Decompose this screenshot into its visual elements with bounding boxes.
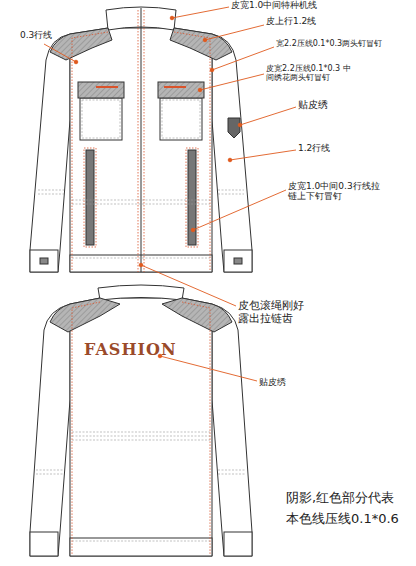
shoulder-yoke bbox=[162, 298, 232, 332]
hem-band bbox=[70, 538, 212, 556]
back-body bbox=[70, 298, 212, 556]
embroidery-text: FASHION bbox=[84, 341, 177, 359]
note-text: 阴影,红色部分代表 bbox=[286, 491, 394, 506]
callout-label: 皮宽1.0中间0.3行线拉链上下钉冒钉 bbox=[288, 181, 380, 202]
zip-pocket bbox=[188, 150, 196, 245]
red-stitching bbox=[72, 10, 210, 554]
note-text: 本色线压线0.1*0.6 bbox=[286, 512, 399, 527]
chest-pocket bbox=[80, 98, 122, 140]
leader-lines bbox=[44, 7, 296, 381]
right-sleeve bbox=[212, 34, 252, 272]
chest-pocket bbox=[160, 98, 202, 140]
sleeve-badge bbox=[228, 118, 240, 138]
callout-label: 皮上行1.2线 bbox=[266, 16, 316, 26]
left-sleeve bbox=[30, 34, 70, 272]
left-sleeve bbox=[30, 304, 70, 556]
shoulder-yoke bbox=[170, 28, 232, 60]
callout-label: 贴皮绣 bbox=[259, 377, 286, 387]
hem-tab bbox=[234, 258, 242, 264]
cuff bbox=[30, 532, 58, 556]
cuff bbox=[224, 250, 252, 272]
callout-label: 皮宽2.2压线0.1*0.3 中间绣花两头钉冒钉 bbox=[266, 64, 352, 82]
callout-label: 皮包滚绳刚好露出拉链齿 bbox=[238, 300, 310, 325]
pocket-flap bbox=[78, 82, 124, 98]
hem-tab bbox=[40, 258, 48, 264]
cuff bbox=[224, 532, 252, 556]
back-collar bbox=[98, 285, 184, 300]
callout-label: 贴皮绣 bbox=[298, 99, 328, 111]
callout-label: 0.3行线 bbox=[20, 30, 52, 40]
shoulder-yoke bbox=[50, 298, 120, 332]
shoulder-yoke bbox=[50, 28, 112, 60]
callout-label: 宽2.2压线0.1*0.3两头钉冒钉 bbox=[276, 39, 382, 48]
stitch-lines bbox=[36, 100, 246, 541]
pocket-flap bbox=[158, 82, 204, 98]
callout-label: 1.2行线 bbox=[298, 143, 330, 153]
zip-pocket bbox=[86, 150, 94, 245]
cuff bbox=[30, 250, 58, 272]
callout-label: 皮宽1.0中间特种机线 bbox=[231, 0, 317, 10]
right-sleeve bbox=[212, 304, 252, 556]
center-zipper bbox=[141, 8, 142, 272]
